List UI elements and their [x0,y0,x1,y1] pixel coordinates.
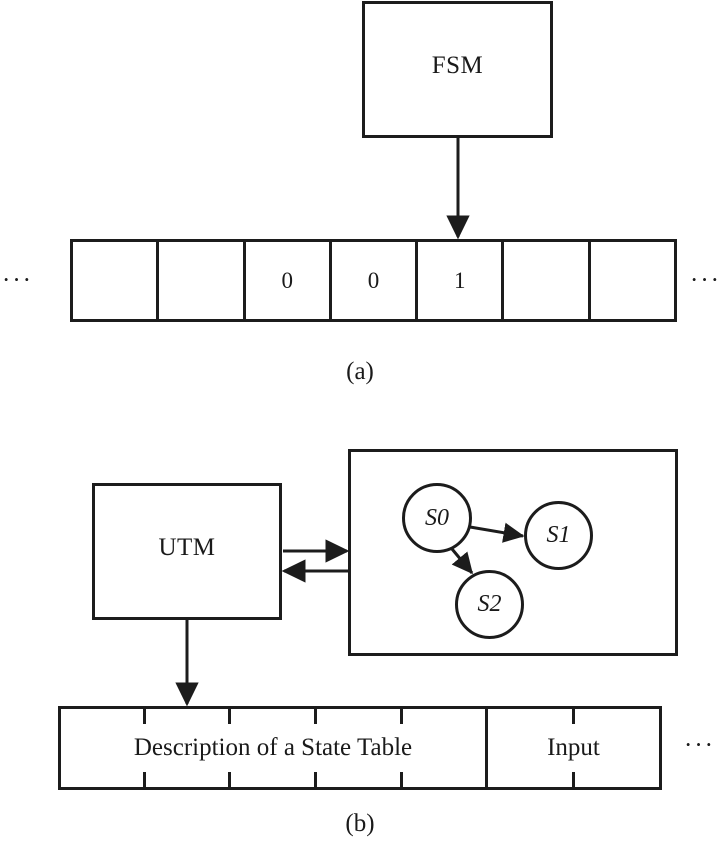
tape-b-section-input: Input [488,709,659,787]
panel-a-caption: (a) [346,358,374,385]
tape-a-cell [73,242,160,319]
tape-a-cell: 0 [332,242,419,319]
tape-a-right-ellipsis: ··· [690,267,720,294]
state-node-s1: S1 [524,501,593,570]
utm-box-label: UTM [158,534,216,561]
state-node-s0: S0 [402,483,472,553]
tape-b-tick [572,772,575,787]
tape-a-cell [504,242,591,319]
tape-b-tick [400,709,403,724]
tape-b: Description of a State Table Input [58,706,662,790]
fsm-box-label: FSM [431,52,484,79]
fsm-box: FSM [362,1,553,138]
tape-a-cell [159,242,246,319]
tape-b-tick [228,709,231,724]
panel-b-caption: (b) [345,810,375,837]
tape-b-tick [400,772,403,787]
state-node-s2: S2 [455,570,524,639]
tape-b-tick [143,772,146,787]
tape-b-description-label: Description of a State Table [133,734,413,761]
tape-b-right-ellipsis: ··· [684,732,715,759]
utm-box: UTM [92,483,282,620]
tape-b-tick [228,772,231,787]
tape-a-cell-head: 1 [418,242,505,319]
tape-b-tick [314,709,317,724]
tape-a-cell: 0 [246,242,332,319]
tape-a: 0 0 1 [70,239,677,322]
tape-b-tick [314,772,317,787]
tape-b-tick [572,709,575,724]
tape-a-left-ellipsis: ··· [2,267,33,294]
tape-a-cell [591,242,674,319]
tape-b-input-label: Input [547,734,600,761]
tape-b-section-description: Description of a State Table [61,709,488,787]
tape-b-tick [143,709,146,724]
